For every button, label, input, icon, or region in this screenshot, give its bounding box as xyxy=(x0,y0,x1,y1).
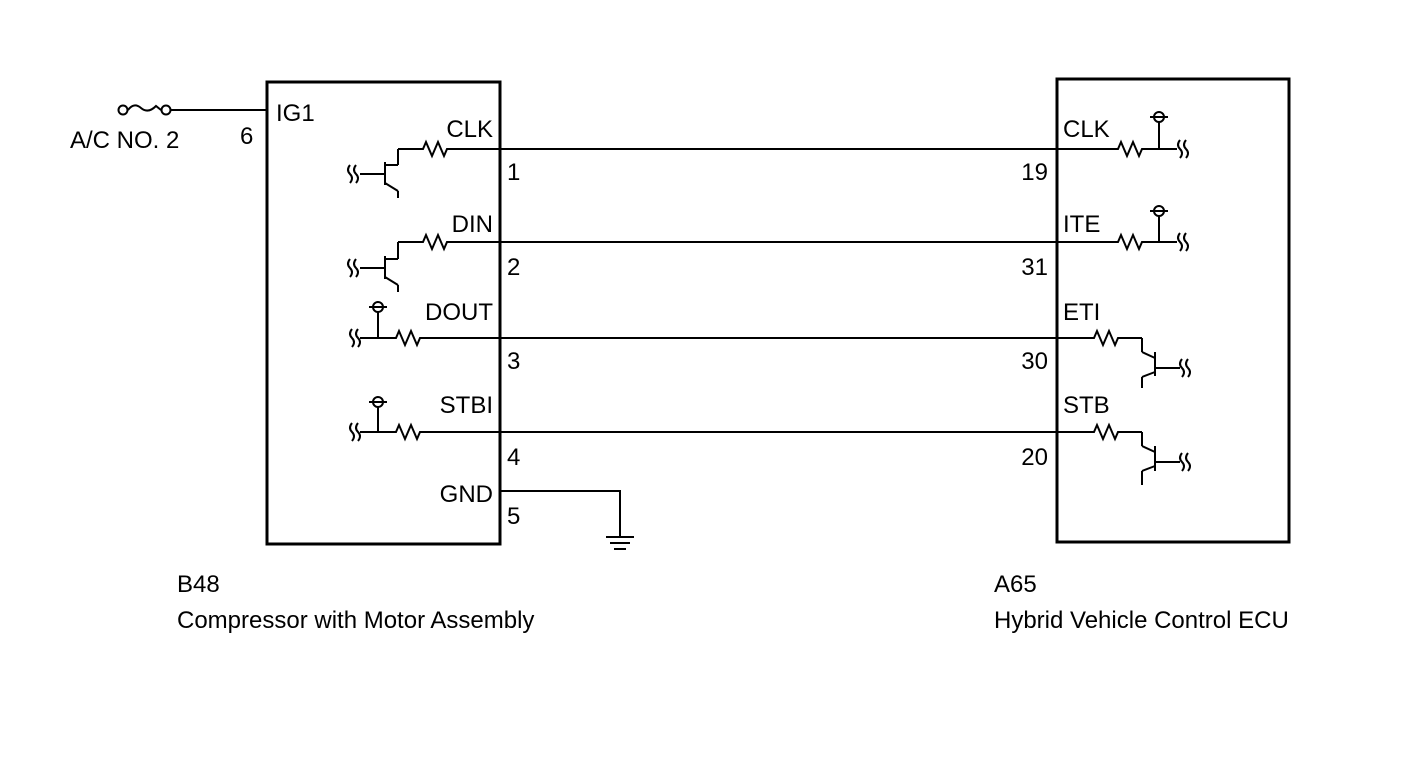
ecu-box xyxy=(1055,77,1291,544)
fuse-icon xyxy=(117,104,172,116)
left-component-name: Compressor with Motor Assembly xyxy=(177,607,534,634)
right-pin-number-31: 31 xyxy=(1021,254,1048,281)
left-pin-number-1: 1 xyxy=(507,159,520,186)
right-pin-number-19: 19 xyxy=(1021,159,1048,186)
left-pin-label-gnd: GND xyxy=(440,481,493,508)
right-clk-receiver xyxy=(1057,111,1189,159)
right-pin-label-eti: ETI xyxy=(1063,299,1100,326)
ground-icon xyxy=(606,536,634,550)
left-clk-driver xyxy=(347,141,500,198)
right-eti-driver xyxy=(1057,330,1191,388)
right-pin-label-clk: CLK xyxy=(1063,116,1110,143)
right-stb-driver xyxy=(1057,424,1191,485)
right-component-code: A65 xyxy=(994,571,1037,598)
left-pin-label-din: DIN xyxy=(452,211,493,238)
left-pin-label-dout: DOUT xyxy=(425,299,493,326)
right-ite-receiver xyxy=(1057,205,1189,252)
right-pin-label-ite: ITE xyxy=(1063,211,1100,238)
left-component-code: B48 xyxy=(177,571,220,598)
fuse-label: A/C NO. 2 xyxy=(70,127,179,154)
right-pin-label-stb: STB xyxy=(1063,392,1110,419)
gnd-wire xyxy=(500,490,621,537)
right-component-name: Hybrid Vehicle Control ECU xyxy=(994,607,1289,634)
left-dout-receiver xyxy=(349,301,500,348)
ig1-pin-label: IG1 xyxy=(276,100,315,127)
left-din-driver xyxy=(347,234,500,292)
left-pin-number-2: 2 xyxy=(507,254,520,281)
ig1-pin-number: 6 xyxy=(240,123,253,150)
left-pin-number-4: 4 xyxy=(507,444,520,471)
compressor-box xyxy=(265,80,502,546)
right-pin-number-20: 20 xyxy=(1021,444,1048,471)
right-pin-number-30: 30 xyxy=(1021,348,1048,375)
left-pin-number-3: 3 xyxy=(507,348,520,375)
left-stbi-receiver xyxy=(349,396,500,442)
left-pin-number-5: 5 xyxy=(507,503,520,530)
left-pin-label-stbi: STBI xyxy=(440,392,493,419)
left-pin-label-clk: CLK xyxy=(446,116,493,143)
